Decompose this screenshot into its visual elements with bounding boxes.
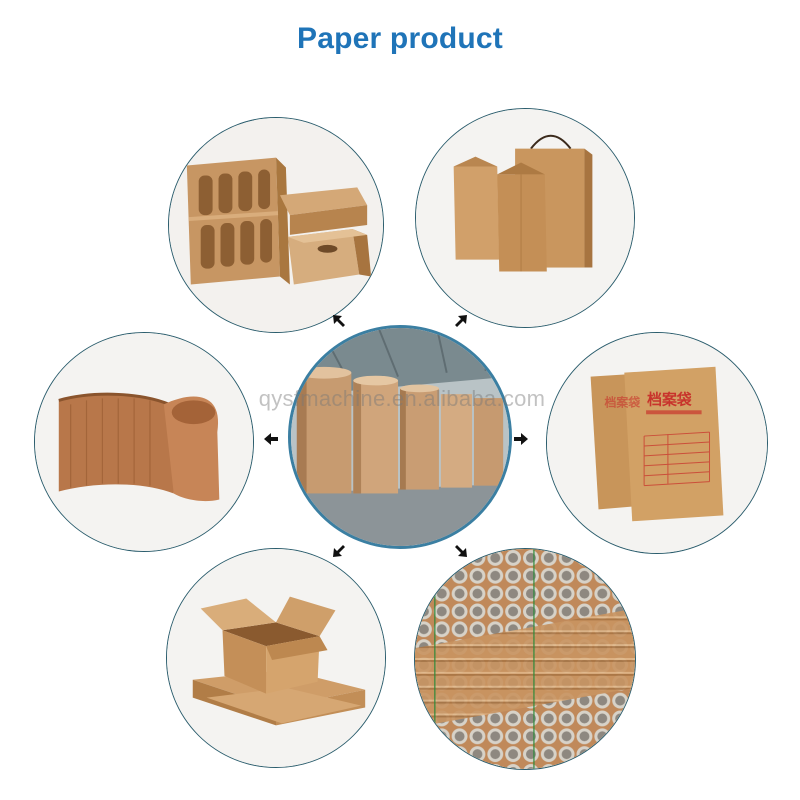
corrugated-dividers-image <box>168 117 384 333</box>
page-title: Paper product <box>297 22 503 55</box>
arrow-up-right-icon <box>452 312 470 330</box>
paper-warehouse-image <box>288 325 512 549</box>
file-folder-image: 档案袋 档案袋 <box>546 332 768 554</box>
arrow-down-right-icon <box>452 542 470 560</box>
paper-tubes-image <box>414 548 636 770</box>
arrow-left-icon <box>262 430 280 448</box>
folder-label-back: 档案袋 <box>603 395 640 409</box>
carton-box-image <box>166 548 386 768</box>
arrow-up-left-icon <box>330 312 348 330</box>
folder-label: 档案袋 <box>647 390 692 408</box>
arrow-down-left-icon <box>330 542 348 560</box>
kraft-bags-image <box>415 108 635 328</box>
arrow-right-icon <box>512 430 530 448</box>
corrugated-roll-image <box>34 332 254 552</box>
